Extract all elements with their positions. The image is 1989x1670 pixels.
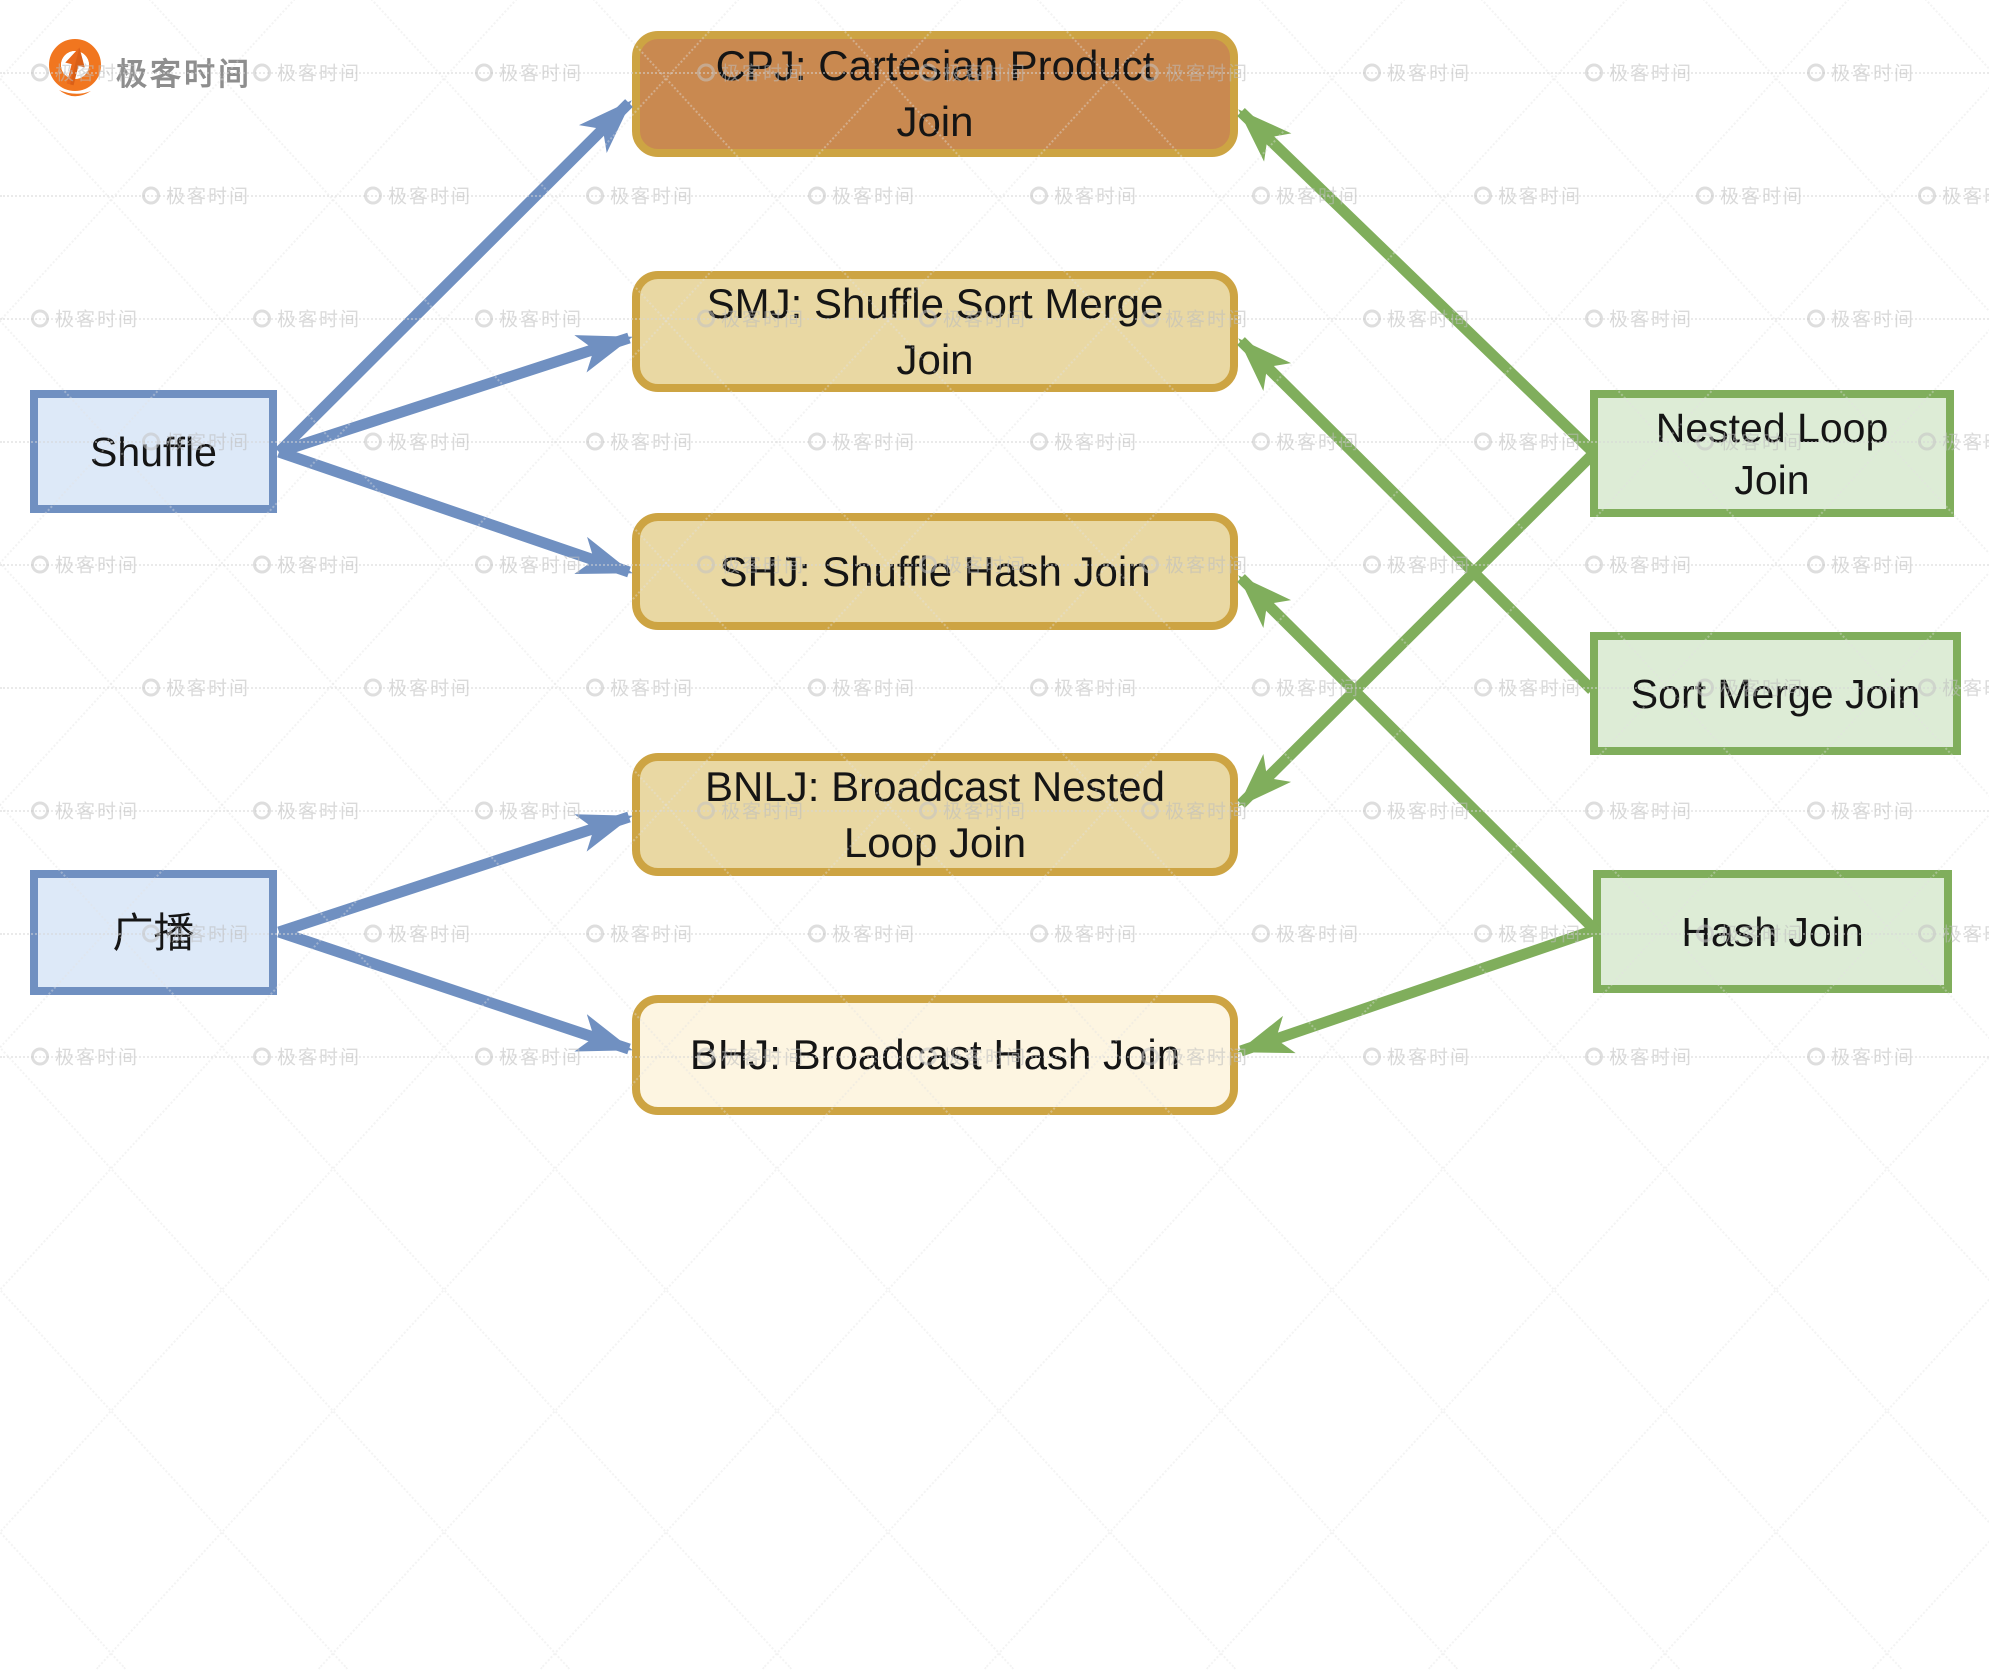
- watermark: 极客时间: [1585, 305, 1693, 332]
- watermark: 极客时间: [364, 920, 472, 947]
- watermark: 极客时间: [1474, 428, 1582, 455]
- watermark: 极客时间: [1807, 305, 1915, 332]
- watermark: 极客时间: [142, 674, 250, 701]
- watermark: 极客时间: [1474, 674, 1582, 701]
- brand-logo-text: 极客时间: [116, 57, 252, 92]
- watermark: 极客时间: [253, 305, 361, 332]
- watermark: 极客时间: [1252, 428, 1360, 455]
- brand-logo: 极客时间: [46, 38, 252, 105]
- watermark: 极客时间: [1030, 920, 1138, 947]
- watermark: 极客时间: [253, 551, 361, 578]
- watermark-dotted-diagonal: [0, 0, 571, 1670]
- node-bnlj: BNLJ: Broadcast Nested Loop Join: [632, 753, 1238, 876]
- node-bhj: BHJ: Broadcast Hash Join: [632, 995, 1238, 1115]
- watermark: 极客时间: [1030, 674, 1138, 701]
- watermark: 极客时间: [1696, 182, 1804, 209]
- watermark-dotted-diagonal: [1871, 0, 1989, 1670]
- watermark: 极客时间: [1807, 1043, 1915, 1070]
- watermark-dotted-diagonal: [0, 0, 349, 1670]
- watermark-dotted-diagonal: [0, 0, 127, 1670]
- edge-broadcast-bnlj: [277, 811, 633, 938]
- watermark: 极客时间: [1252, 920, 1360, 947]
- watermark: 极客时间: [475, 551, 583, 578]
- watermark: 极客时间: [31, 305, 139, 332]
- watermark: 极客时间: [1363, 1043, 1471, 1070]
- watermark: 极客时间: [1363, 59, 1471, 86]
- watermark-dotted-diagonal: [0, 0, 127, 1670]
- watermark: 极客时间: [808, 920, 916, 947]
- watermark-dotted-diagonal: [1427, 0, 1989, 1670]
- watermark: 极客时间: [364, 182, 472, 209]
- watermark: 极客时间: [475, 1043, 583, 1070]
- watermark: 极客时间: [475, 59, 583, 86]
- watermark: 极客时间: [1474, 920, 1582, 947]
- watermark-dotted-diagonal: [1427, 0, 1989, 1670]
- edge-shuffle-smj: [277, 332, 633, 458]
- node-nested-loop-join: Nested Loop Join: [1590, 390, 1954, 517]
- edge-hash_join-bhj: [1237, 924, 1597, 1057]
- node-sort-merge-join: Sort Merge Join: [1590, 632, 1961, 755]
- node-smj: SMJ: Shuffle Sort Merge Join: [632, 271, 1238, 392]
- node-hash-join: Hash Join: [1593, 870, 1952, 993]
- watermark: 极客时间: [364, 674, 472, 701]
- watermark: 极客时间: [586, 428, 694, 455]
- watermark: 极客时间: [31, 797, 139, 824]
- watermark: 极客时间: [1807, 59, 1915, 86]
- watermark: 极客时间: [1585, 59, 1693, 86]
- watermark-dotted-diagonal: [0, 0, 571, 1670]
- watermark: 极客时间: [1252, 674, 1360, 701]
- watermark: 极客时间: [1585, 1043, 1693, 1070]
- watermark: 极客时间: [475, 305, 583, 332]
- watermark: 极客时间: [1585, 551, 1693, 578]
- watermark-dotted-diagonal: [1205, 0, 1989, 1670]
- watermark: 极客时间: [253, 797, 361, 824]
- watermark: 极客时间: [808, 182, 916, 209]
- watermark: 极客时间: [586, 674, 694, 701]
- watermark-dotted-diagonal: [1871, 0, 1989, 1670]
- edge-broadcast-bhj: [277, 926, 633, 1055]
- edge-shuffle-shj: [277, 446, 633, 578]
- edge-hash_join-shj: [1237, 574, 1599, 934]
- watermark: 极客时间: [1585, 797, 1693, 824]
- watermark: 极客时间: [1807, 551, 1915, 578]
- edge-nested_loop_join-cpj: [1237, 108, 1598, 457]
- node-cpj: CPJ: Cartesian Product Join: [632, 31, 1238, 157]
- watermark: 极客时间: [1363, 305, 1471, 332]
- watermark-dotted-row: [0, 195, 1989, 197]
- watermark: 极客时间: [1363, 551, 1471, 578]
- watermark: 极客时间: [1363, 797, 1471, 824]
- watermark-dotted-diagonal: [1205, 0, 1989, 1670]
- watermark: 极客时间: [586, 920, 694, 947]
- watermark: 极客时间: [808, 428, 916, 455]
- node-shj: SHJ: Shuffle Hash Join: [632, 513, 1238, 630]
- watermark-dotted-diagonal: [1649, 0, 1989, 1670]
- watermark: 极客时间: [31, 551, 139, 578]
- watermark: 极客时间: [31, 1043, 139, 1070]
- watermark: 极客时间: [1474, 182, 1582, 209]
- watermark: 极客时间: [1252, 182, 1360, 209]
- watermark: 极客时间: [586, 182, 694, 209]
- watermark: 极客时间: [1030, 182, 1138, 209]
- geektime-pin-icon: [46, 38, 104, 105]
- node-broadcast: 广播: [30, 870, 277, 995]
- edge-shuffle-cpj: [275, 99, 633, 456]
- watermark-dotted-diagonal: [0, 0, 349, 1670]
- watermark: 极客时间: [475, 797, 583, 824]
- watermark: 极客时间: [1918, 182, 1989, 209]
- watermark: 极客时间: [253, 59, 361, 86]
- node-shuffle: Shuffle: [30, 390, 277, 513]
- edge-sort_merge_join-smj: [1237, 337, 1596, 694]
- edge-nested_loop_join-bnlj: [1237, 449, 1598, 808]
- watermark: 极客时间: [142, 182, 250, 209]
- watermark: 极客时间: [253, 1043, 361, 1070]
- watermark: 极客时间: [1030, 428, 1138, 455]
- watermark: 极客时间: [364, 428, 472, 455]
- watermark: 极客时间: [808, 674, 916, 701]
- watermark-dotted-diagonal: [1649, 0, 1989, 1670]
- watermark: 极客时间: [1807, 797, 1915, 824]
